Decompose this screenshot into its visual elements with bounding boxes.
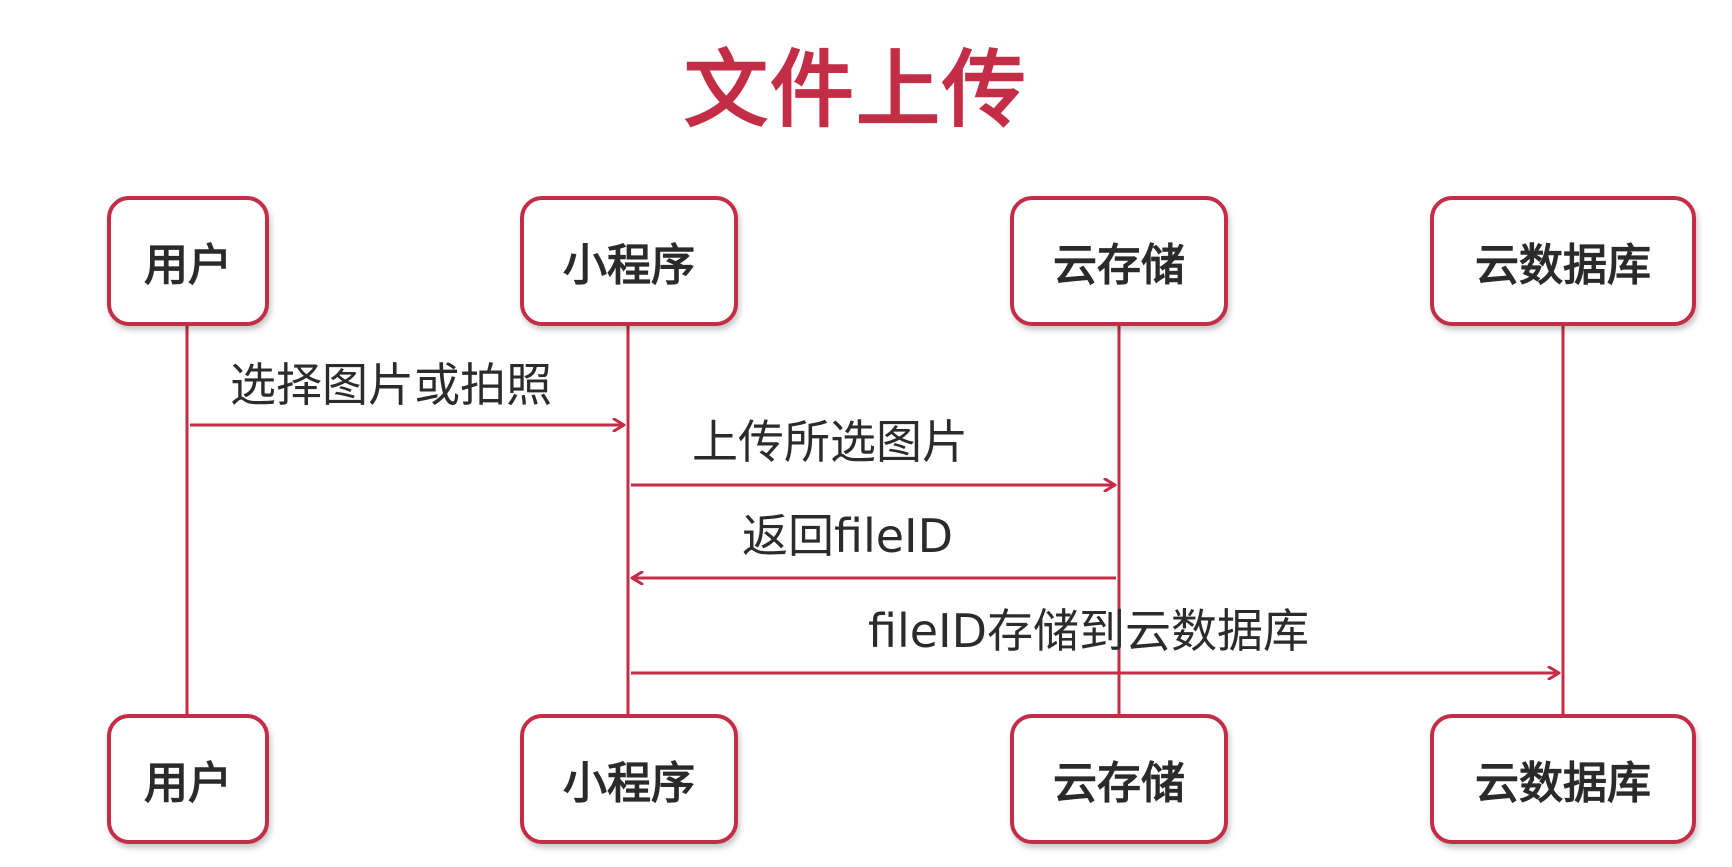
participant-label: 云存储 (1053, 758, 1185, 809)
message-label-2: 上传所选图片 (692, 415, 968, 469)
participant-label: 小程序 (563, 240, 695, 291)
participant-bottom-miniprogram: 小程序 (520, 714, 738, 844)
message-label-1: 选择图片或拍照 (230, 358, 552, 412)
participant-label: 用户 (144, 758, 232, 809)
participant-top-user: 用户 (107, 196, 269, 326)
participant-top-cloud-storage: 云存储 (1010, 196, 1228, 326)
participant-bottom-user: 用户 (107, 714, 269, 844)
message-label-3: 返回fileID (742, 509, 954, 563)
participant-bottom-cloud-storage: 云存储 (1010, 714, 1228, 844)
participant-top-miniprogram: 小程序 (520, 196, 738, 326)
message-label-4: fileID存储到云数据库 (868, 604, 1310, 658)
participant-label: 云数据库 (1475, 240, 1651, 291)
participant-bottom-cloud-database: 云数据库 (1430, 714, 1696, 844)
diagram-title: 文件上传 (0, 40, 1732, 140)
participant-top-cloud-database: 云数据库 (1430, 196, 1696, 326)
participant-label: 用户 (144, 240, 232, 291)
diagram-title-text: 文件上传 (683, 41, 1028, 139)
participant-label: 云数据库 (1475, 758, 1651, 809)
participant-label: 云存储 (1053, 240, 1185, 291)
participant-label: 小程序 (563, 758, 695, 809)
